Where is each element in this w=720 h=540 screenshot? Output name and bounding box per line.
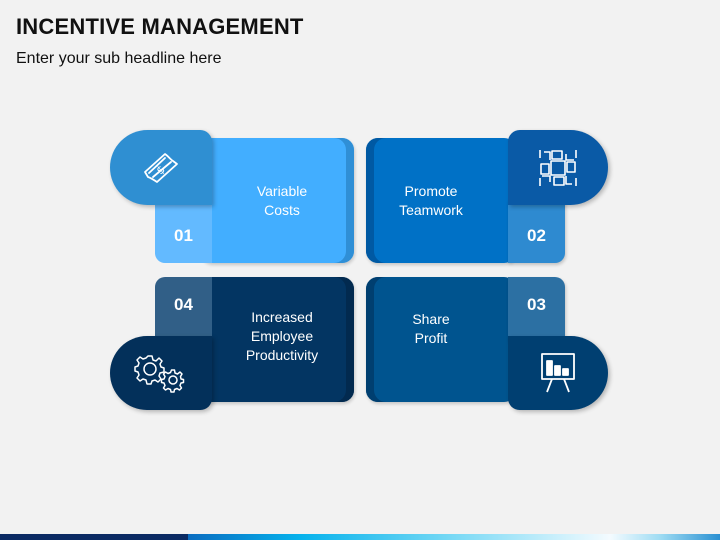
number-badge-04: 04: [155, 277, 212, 340]
gears-icon: [134, 355, 185, 393]
card-label: Increased Employee Productivity: [245, 309, 319, 363]
card-promote-teamwork: Promote Teamwork: [366, 138, 516, 263]
icon-pill-01: $: [110, 130, 212, 205]
bottom-decorative-bar: [0, 534, 720, 540]
number-badge-02: 02: [508, 200, 565, 263]
number-badge-01: 01: [155, 200, 212, 263]
card-label: Share Profit: [412, 310, 450, 346]
presentation-chart-icon: [541, 353, 575, 393]
teamwork-hands-icon: [539, 149, 577, 186]
card-label: Promote Teamwork: [399, 182, 463, 218]
number-badge-03: 03: [508, 277, 565, 340]
card-variable-costs: Variable Costs: [200, 138, 354, 263]
page-title: INCENTIVE MANAGEMENT: [16, 14, 304, 39]
page-subtitle: Enter your sub headline here: [16, 50, 222, 67]
card-increased-productivity: Increased Employee Productivity: [200, 277, 354, 402]
card-label: Variable Costs: [256, 182, 308, 218]
card-share-profit: Share Profit: [366, 277, 516, 402]
icon-pill-02: [508, 130, 608, 205]
icon-pill-03: [508, 336, 608, 410]
icon-pill-04: [110, 336, 212, 410]
money-bill-icon: $: [144, 152, 178, 183]
